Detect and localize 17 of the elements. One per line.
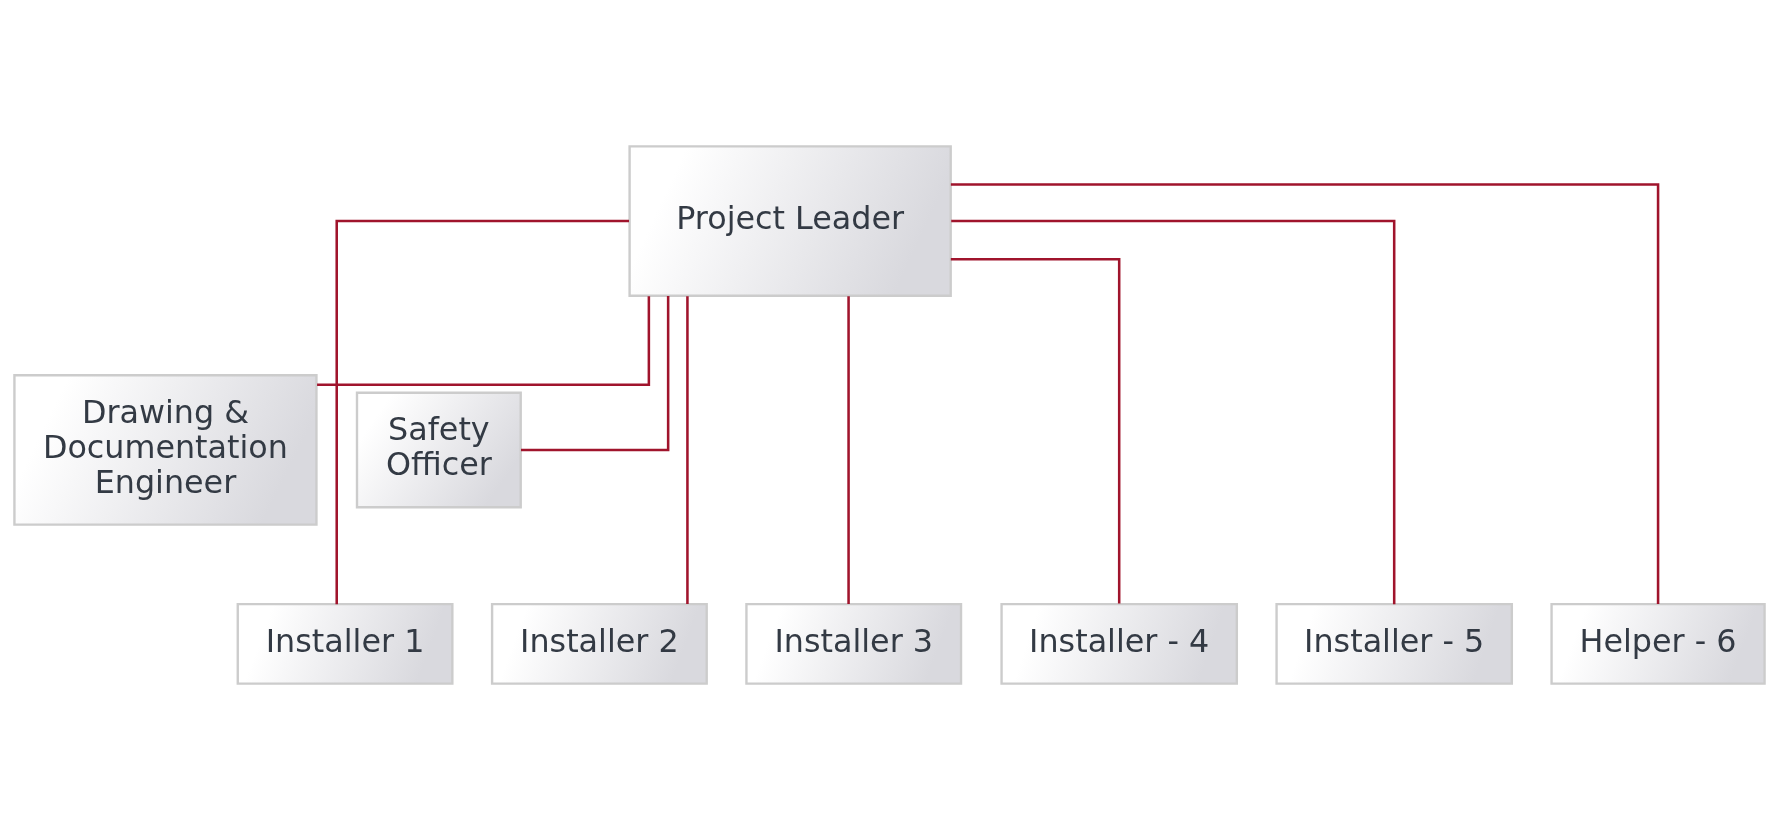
node-box: Installer 3 (745, 602, 963, 685)
connector (951, 219, 1396, 604)
connector (317, 295, 651, 386)
node-box: Helper - 6 (1550, 602, 1766, 685)
connector (950, 257, 1121, 603)
node-box: Installer - 5 (1275, 602, 1513, 685)
connector (950, 182, 1660, 604)
connector (335, 219, 629, 604)
node-box: Drawing & Documentation Engineer (13, 373, 318, 526)
node-box: Installer 1 (236, 602, 454, 685)
connector (686, 295, 689, 604)
node-box: Safety Officer (355, 391, 522, 508)
connector (847, 295, 850, 604)
node-box: Installer 2 (490, 602, 708, 685)
node-box: Project Leader (628, 144, 952, 297)
connector (521, 295, 670, 451)
node-box: Installer - 4 (1000, 602, 1238, 685)
